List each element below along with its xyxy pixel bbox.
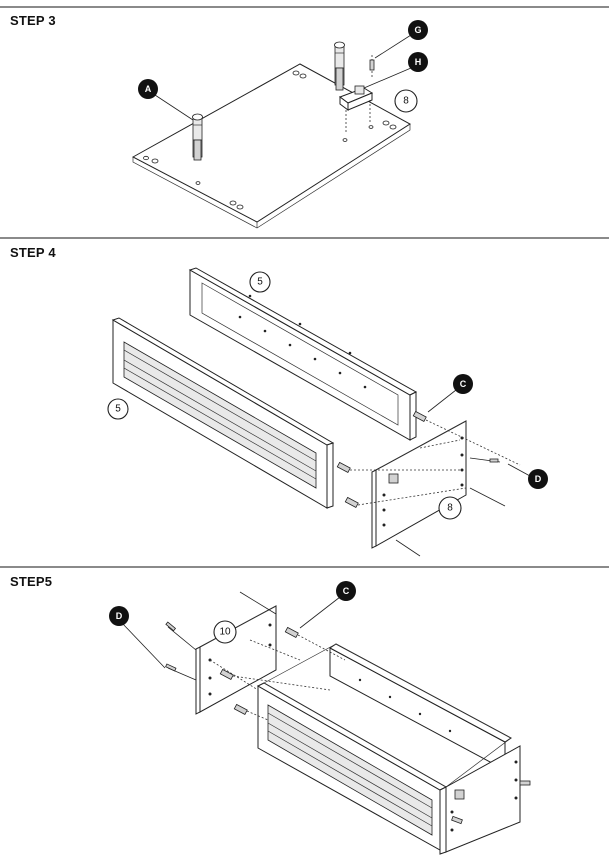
- svg-text:5: 5: [257, 277, 263, 288]
- step5-title: STEP5: [10, 574, 53, 589]
- callout-g: G: [408, 20, 428, 40]
- step5-top-rule: [0, 566, 609, 568]
- cam-bolt-g: [334, 41, 345, 91]
- step3-title: STEP 3: [10, 13, 56, 28]
- step4-illustration: 5 5 C D 8: [107, 267, 548, 557]
- callout-d-step4: D: [528, 469, 548, 489]
- step5-assembled-box: [256, 643, 531, 855]
- callout-c-step4: C: [453, 374, 473, 394]
- svg-text:5: 5: [115, 404, 121, 415]
- svg-text:A: A: [145, 84, 152, 94]
- step5-side-panel: [195, 605, 277, 715]
- cam-bolt-a: [192, 113, 203, 161]
- callout-qty-step3: 8: [394, 89, 418, 113]
- step4-dowels: [336, 410, 427, 509]
- step3-base-panel: [131, 63, 411, 229]
- callout-a: A: [138, 79, 158, 99]
- callout-d-step5: D: [109, 606, 129, 626]
- svg-text:H: H: [415, 57, 422, 67]
- callout-qty-step4: 8: [438, 496, 462, 520]
- step5-screws: [165, 591, 277, 681]
- svg-text:G: G: [414, 25, 421, 35]
- step5-dowels: [219, 626, 299, 716]
- svg-text:8: 8: [447, 503, 453, 514]
- callout-panel-front: 5: [107, 398, 129, 420]
- step4-back-panel: [188, 267, 418, 441]
- svg-text:C: C: [343, 586, 350, 596]
- svg-text:D: D: [535, 474, 542, 484]
- bracket-h: [338, 85, 374, 132]
- step4-side-panel: [371, 420, 467, 549]
- callout-c-step5: C: [336, 581, 356, 601]
- svg-text:8: 8: [403, 96, 409, 107]
- callout-h: H: [408, 52, 428, 72]
- callout-qty-step5: 10: [213, 620, 237, 644]
- step4-front-panel: [111, 317, 335, 509]
- screw-g: [369, 55, 375, 78]
- step4-title: STEP 4: [10, 245, 56, 260]
- step4-screws: [395, 457, 506, 557]
- svg-text:D: D: [116, 611, 123, 621]
- svg-text:10: 10: [219, 627, 231, 638]
- step3-illustration: A G H 8: [131, 20, 428, 229]
- svg-text:C: C: [460, 379, 467, 389]
- step5-illustration: C D 10: [109, 581, 531, 855]
- step4-top-rule: [0, 237, 609, 239]
- callout-panel-back: 5: [249, 271, 271, 293]
- step3-top-rule: [0, 6, 609, 8]
